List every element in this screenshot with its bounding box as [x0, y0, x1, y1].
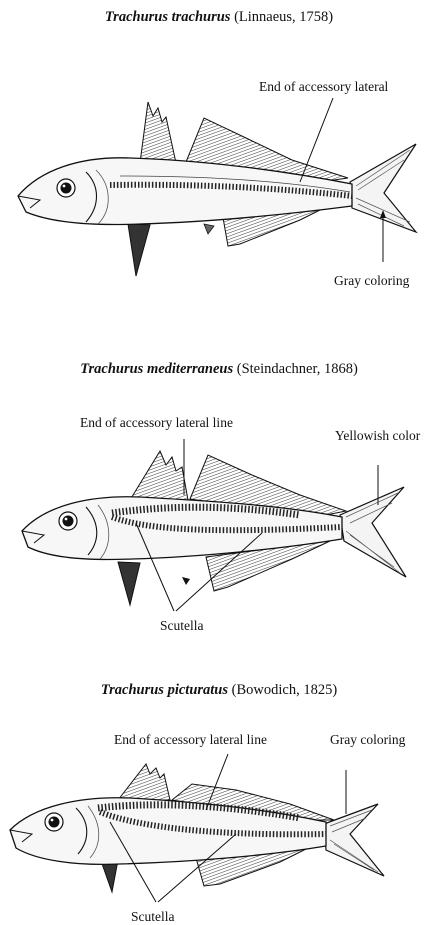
fish-illustration: [0, 672, 438, 925]
fish-illustration: [0, 0, 438, 300]
first-dorsal-fin: [140, 102, 176, 163]
fish-illustration: [0, 355, 438, 645]
finlet: [182, 577, 190, 585]
first-dorsal-fin: [130, 451, 188, 500]
species-panel-picturatus: Trachurus picturatus (Bowodich, 1825) En…: [0, 672, 438, 925]
species-panel-mediterraneus: Trachurus mediterraneus (Steindachner, 1…: [0, 355, 438, 645]
caudal-fin: [340, 487, 406, 577]
pelvic-fin: [128, 224, 150, 276]
species-panel-trachurus: Trachurus trachurus (Linnaeus, 1758) End…: [0, 0, 438, 300]
pelvic-fin: [118, 562, 140, 605]
first-dorsal-fin: [118, 764, 170, 800]
finlet: [204, 224, 214, 234]
caudal-fin: [324, 804, 384, 876]
